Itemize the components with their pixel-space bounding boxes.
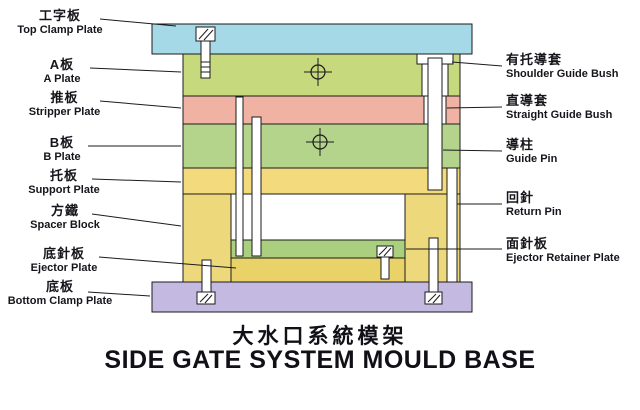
label-ejector-retainer-plate-zh: 面針板 [506, 236, 549, 251]
top-screw-hatch-2 [203, 29, 214, 41]
centre-pin-2 [251, 116, 262, 257]
guide-pin-shape [427, 57, 443, 191]
leader-stripper-plate [99, 100, 182, 109]
leader-bottom-clamp-plate [87, 291, 151, 297]
bottom-right-screw-hatch-1 [427, 293, 437, 303]
label-top-clamp-plate-zh: 工字板 [38, 8, 81, 23]
label-ejector-retainer-plate: 面針板 Ejector Retainer Plate [506, 236, 638, 265]
a-plate-shape [182, 53, 461, 97]
label-a-plate: A板 A Plate [22, 57, 102, 86]
label-guide-pin-zh: 導柱 [506, 137, 535, 152]
label-shoulder-guide-bush: 有托導套 Shoulder Guide Bush [506, 52, 638, 81]
bottom-right-screw-hatch-2 [432, 294, 441, 304]
label-shoulder-guide-bush-zh: 有托導套 [506, 52, 563, 67]
label-support-plate-en: Support Plate [28, 183, 100, 196]
label-b-plate: B板 B Plate [22, 135, 102, 164]
leader-spacer-block [91, 213, 182, 227]
crosshair-mark-b-plate [306, 128, 334, 156]
label-a-plate-en: A Plate [43, 72, 81, 85]
label-top-clamp-plate: 工字板 Top Clamp Plate [4, 8, 116, 37]
label-a-plate-zh: A板 [49, 57, 75, 72]
label-bottom-clamp-plate-en: Bottom Clamp Plate [7, 294, 113, 307]
label-ejector-plate-en: Ejector Plate [30, 261, 98, 274]
label-straight-guide-bush: 直導套 Straight Guide Bush [506, 93, 638, 122]
leader-support-plate [91, 178, 182, 183]
stripper-plate-shape [182, 95, 461, 125]
bottom-right-screw-shaft [428, 237, 439, 293]
label-stripper-plate-zh: 推板 [50, 90, 79, 105]
label-spacer-block-en: Spacer Block [30, 218, 100, 231]
retainer-screw-head [376, 245, 394, 258]
label-straight-guide-bush-en: Straight Guide Bush [506, 108, 613, 121]
label-guide-pin-en: Guide Pin [506, 152, 558, 165]
leader-top-clamp-plate [99, 18, 177, 27]
label-support-plate-zh: 托板 [49, 168, 78, 183]
bottom-left-screw-hatch-1 [199, 293, 209, 303]
leader-a-plate [89, 67, 182, 73]
return-pin-shape [446, 167, 458, 283]
label-straight-guide-bush-zh: 直導套 [506, 93, 549, 108]
top-screw-hatch-1 [198, 28, 209, 40]
label-b-plate-en: B Plate [43, 150, 81, 163]
label-guide-pin: 導柱 Guide Pin [506, 137, 638, 166]
leader-guide-pin [442, 149, 503, 152]
label-support-plate: 托板 Support Plate [14, 168, 114, 197]
b-plate-shape [182, 123, 461, 169]
bottom-left-screw-hatch-2 [204, 294, 213, 304]
crosshair-mark-a-plate [304, 58, 332, 86]
label-top-clamp-plate-en: Top Clamp Plate [17, 23, 103, 36]
label-return-pin: 回針 Return Pin [506, 190, 638, 219]
support-plate-shape [182, 167, 461, 195]
ejector-plate-shape [230, 257, 406, 283]
label-ejector-plate: 底針板 Ejector Plate [14, 246, 114, 275]
label-return-pin-zh: 回針 [506, 190, 535, 205]
diagram-title-english: SIDE GATE SYSTEM MOULD BASE [104, 346, 536, 374]
label-b-plate-zh: B板 [49, 135, 75, 150]
label-spacer-block: 方鐵 Spacer Block [16, 203, 114, 232]
retainer-screw-hatch-1 [378, 246, 388, 256]
centre-pin-1 [235, 96, 244, 257]
label-stripper-plate-en: Stripper Plate [28, 105, 101, 118]
label-bottom-clamp-plate-zh: 底板 [45, 279, 74, 294]
leader-straight-guide-bush [446, 106, 503, 109]
retainer-screw-shaft [380, 256, 390, 280]
leader-ejector-plate [98, 256, 237, 269]
label-ejector-retainer-plate-en: Ejector Retainer Plate [506, 251, 620, 264]
diagram-title-chinese: 大水口系統模架 [232, 325, 408, 348]
label-bottom-clamp-plate: 底板 Bottom Clamp Plate [2, 279, 118, 308]
label-stripper-plate: 推板 Stripper Plate [12, 90, 117, 119]
label-spacer-block-zh: 方鐵 [50, 203, 79, 218]
label-ejector-plate-zh: 底針板 [42, 246, 85, 261]
label-shoulder-guide-bush-en: Shoulder Guide Bush [506, 67, 619, 80]
label-return-pin-en: Return Pin [506, 205, 562, 218]
leader-shoulder-guide-bush [451, 61, 503, 67]
retainer-screw-hatch-2 [383, 247, 392, 257]
bottom-left-screw-shaft [201, 259, 212, 293]
